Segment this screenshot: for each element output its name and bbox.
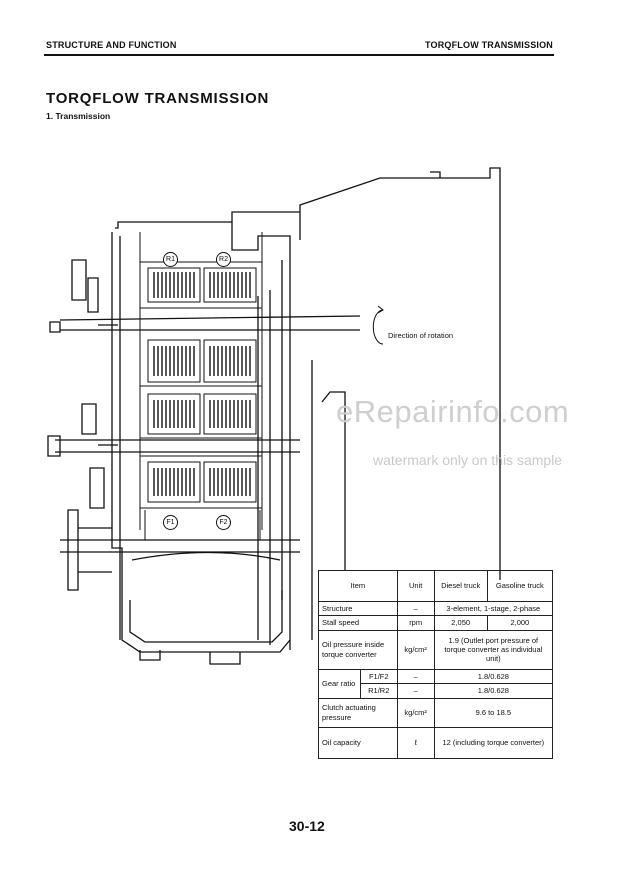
watermark-sub: watermark only on this sample xyxy=(373,452,563,468)
clutch-pressure-label: Clutch actuating pressure xyxy=(318,697,398,728)
stall-speed-unit: rpm xyxy=(396,615,435,631)
table-row: Stall speed rpm 2,050 2,000 xyxy=(318,615,554,631)
gear-ratio-r-value: 1.8/0.628 xyxy=(433,683,554,699)
header-left: STRUCTURE AND FUNCTION xyxy=(46,40,177,50)
table-row: Gear ratio F1/F2 – 1.8/0.628 xyxy=(318,668,554,699)
structure-unit: – xyxy=(396,600,435,617)
clutch-pressure-value: 9.6 to 18.5 xyxy=(433,697,554,728)
clutch-pressure-unit: kg/cm² xyxy=(396,697,435,728)
watermark-main: eRepairinfo.com xyxy=(336,394,570,429)
gear-ratio-r-unit: – xyxy=(396,683,435,699)
page-title: TORQFLOW TRANSMISSION xyxy=(46,90,270,107)
page-number: 30-12 xyxy=(289,818,325,834)
oil-capacity-label: Oil capacity xyxy=(318,726,398,759)
oil-pressure-unit: kg/cm² xyxy=(396,629,435,670)
gear-ratio-f-unit: – xyxy=(396,668,435,685)
gear-ratio-label: Gear ratio xyxy=(318,668,361,699)
stall-speed-diesel: 2,050 xyxy=(433,615,488,631)
table-row: R1/R2 – 1.8/0.628 xyxy=(319,683,554,699)
table-header-row: Item Unit Diesel truck Gasoline truck xyxy=(318,570,554,602)
table-row: Oil pressure inside torque converter kg/… xyxy=(318,629,554,670)
header-gasoline: Gasoline truck xyxy=(486,570,554,602)
clutch-label-r2: R2 xyxy=(216,252,231,267)
stall-speed-gasoline: 2,000 xyxy=(486,615,554,631)
clutch-label-f1: F1 xyxy=(163,515,178,530)
section-subtitle: 1. Transmission xyxy=(46,111,111,121)
oil-pressure-value: 1.9 (Outlet port pressure of torque conv… xyxy=(433,629,554,670)
clutch-label-f2: F2 xyxy=(216,515,231,530)
stall-speed-label: Stall speed xyxy=(318,615,398,631)
header-unit: Unit xyxy=(396,570,435,602)
oil-pressure-label: Oil pressure inside torque converter xyxy=(318,629,398,670)
rotation-label: Direction of rotation xyxy=(388,331,454,340)
gear-ratio-f-value: 1.8/0.628 xyxy=(433,668,554,685)
table-row: Clutch actuating pressure kg/cm² 9.6 to … xyxy=(318,697,554,728)
running-header: STRUCTURE AND FUNCTION TORQFLOW TRANSMIS… xyxy=(46,40,553,54)
gear-ratio-r-label: R1/R2 xyxy=(359,683,398,699)
structure-label: Structure xyxy=(318,600,398,617)
header-diesel: Diesel truck xyxy=(433,570,488,602)
table-row: Oil capacity ℓ 12 (including torque conv… xyxy=(318,726,554,759)
header-item: Item xyxy=(318,570,398,602)
specifications-table: Item Unit Diesel truck Gasoline truck St… xyxy=(318,570,554,759)
clutch-label-r1: R1 xyxy=(163,252,178,267)
header-rule xyxy=(44,54,554,56)
table-row: Structure – 3-element, 1-stage, 2-phase xyxy=(318,600,554,617)
gear-ratio-f-label: F1/F2 xyxy=(359,668,398,685)
structure-value: 3-element, 1-stage, 2-phase xyxy=(433,600,554,617)
oil-capacity-unit: ℓ xyxy=(396,726,435,759)
header-right: TORQFLOW TRANSMISSION xyxy=(424,40,553,50)
oil-capacity-value: 12 (including torque converter) xyxy=(433,726,554,759)
